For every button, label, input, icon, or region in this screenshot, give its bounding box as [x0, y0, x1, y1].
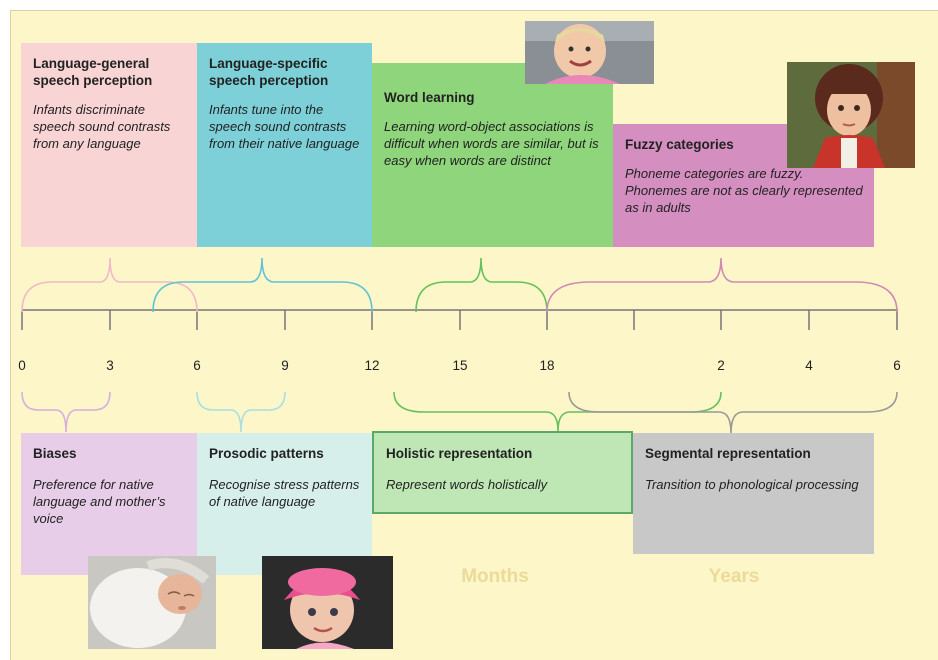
tick-label: 2 — [717, 358, 725, 373]
tick-label: 12 — [364, 358, 380, 373]
tick-label: 3 — [106, 358, 114, 373]
brace-language-specific — [152, 257, 373, 313]
brace-biases — [21, 391, 111, 433]
brace-word-learning — [415, 257, 548, 313]
stage-holistic-representation: Holistic representation Represent words … — [372, 431, 633, 514]
stage-language-general: Language-general speech perception Infan… — [21, 43, 197, 247]
tick-label: 9 — [281, 358, 289, 373]
stage-segmental-representation: Segmental representation Transition to p… — [633, 433, 874, 554]
stage-description: Infants discriminate speech sound contra… — [33, 102, 171, 151]
stage-biases: Biases Preference for native language an… — [21, 433, 197, 575]
brace-prosodic-patterns — [196, 391, 286, 433]
brace-holistic-representation — [393, 391, 722, 432]
stage-title: Prosodic patterns — [209, 446, 324, 461]
tick-label: 15 — [452, 358, 468, 373]
stage-description: Transition to phonological processing — [645, 477, 859, 492]
stage-title: Word learning — [384, 90, 475, 105]
stage-title: Language-general speech perception — [33, 56, 153, 88]
stage-description: Infants tune into the speech sound contr… — [209, 102, 360, 151]
stage-description: Represent words holistically — [386, 477, 548, 492]
stage-description: Preference for native language and mothe… — [33, 477, 166, 526]
tick-label: 0 — [18, 358, 26, 373]
stage-title: Biases — [33, 446, 77, 461]
child-portrait-photo — [787, 62, 915, 168]
brace-fuzzy-categories — [546, 257, 898, 313]
stage-word-learning: Word learning Learning word-object assoc… — [372, 63, 613, 247]
smiling-toddler-photo — [525, 21, 654, 84]
baby-pink-hat-photo — [262, 556, 393, 649]
stage-description: Learning word-object associations is dif… — [384, 119, 599, 168]
stage-description: Recognise stress patterns of native lang… — [209, 477, 360, 509]
stage-title: Fuzzy categories — [625, 137, 734, 152]
stage-title: Segmental representation — [645, 446, 811, 461]
tick-label: 18 — [539, 358, 555, 373]
brace-language-general — [21, 257, 198, 313]
unit-label-months: Months — [461, 566, 529, 587]
tick-label: 6 — [893, 358, 901, 373]
stage-title: Language-specific speech perception — [209, 56, 329, 88]
tick-label: 4 — [805, 358, 813, 373]
stage-language-specific: Language-specific speech perception Infa… — [197, 43, 372, 247]
timeline-ticks — [21, 310, 898, 330]
sleeping-newborn-photo — [88, 556, 216, 649]
stage-prosodic-patterns: Prosodic patterns Recognise stress patte… — [197, 433, 372, 575]
unit-label-years: Years — [708, 566, 760, 587]
brace-segmental-representation — [568, 391, 898, 434]
stage-title: Holistic representation — [386, 446, 533, 461]
tick-label: 6 — [193, 358, 201, 373]
stage-description: Phoneme categories are fuzzy. Phonemes a… — [625, 166, 863, 215]
